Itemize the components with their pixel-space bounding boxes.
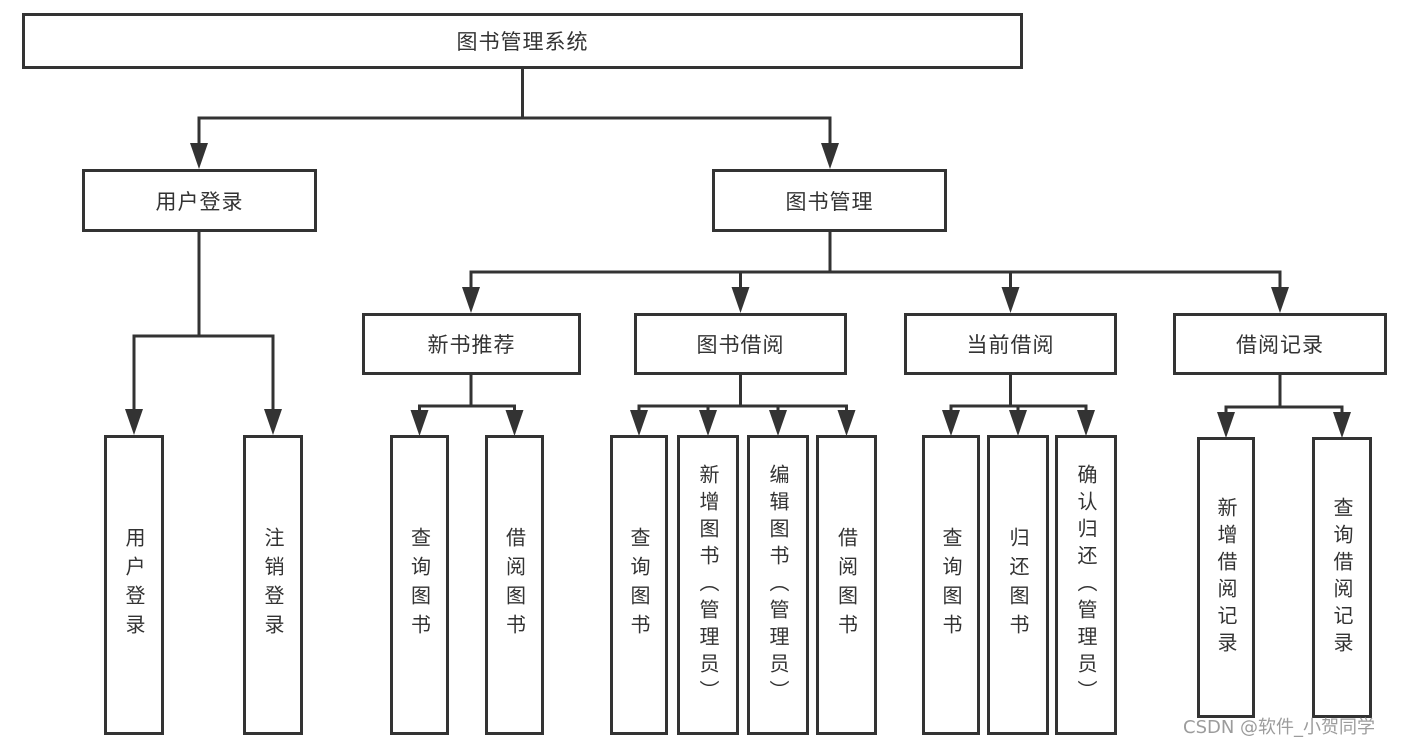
node-records-query-record: 查询借阅记录 bbox=[1312, 437, 1372, 718]
node-newrec-query-book: 查询图书 bbox=[390, 435, 449, 735]
node-borrow-edit-book-admin-label: 编辑图书（管理员） bbox=[766, 463, 790, 707]
node-borrow-query-book-label: 查询图书 bbox=[627, 527, 651, 643]
arrowhead-icons bbox=[125, 143, 1351, 438]
node-current-query-book-label: 查询图书 bbox=[939, 527, 963, 643]
node-new-book-recommend: 新书推荐 bbox=[362, 313, 581, 375]
node-records-query-record-label: 查询借阅记录 bbox=[1330, 496, 1354, 659]
node-book-borrow-label: 图书借阅 bbox=[696, 333, 785, 357]
node-logout-leaf: 注销登录 bbox=[243, 435, 303, 735]
node-current-return-book: 归还图书 bbox=[987, 435, 1049, 735]
node-current-return-book-label: 归还图书 bbox=[1006, 527, 1030, 643]
csdn-watermark: CSDN @软件_小贺同学 bbox=[1183, 717, 1376, 738]
node-borrow-borrow-book-label: 借阅图书 bbox=[834, 527, 859, 643]
node-user-login-leaf-label: 用户登录 bbox=[122, 527, 146, 643]
node-borrow-add-book-admin-label: 新增图书（管理员） bbox=[696, 463, 720, 707]
node-current-confirm-return-admin-label: 确认归还（管理员） bbox=[1074, 463, 1098, 707]
node-borrow-query-book: 查询图书 bbox=[610, 435, 668, 735]
node-newrec-borrow-book: 借阅图书 bbox=[485, 435, 544, 735]
node-borrow-edit-book-admin: 编辑图书（管理员） bbox=[747, 435, 809, 735]
node-borrow-borrow-book: 借阅图书 bbox=[816, 435, 877, 735]
node-logout-leaf-label: 注销登录 bbox=[261, 527, 285, 643]
node-newrec-borrow-book-label: 借阅图书 bbox=[502, 527, 527, 643]
node-records-add-record-label: 新增借阅记录 bbox=[1214, 496, 1238, 659]
node-current-confirm-return-admin: 确认归还（管理员） bbox=[1055, 435, 1117, 735]
node-records-add-record: 新增借阅记录 bbox=[1197, 437, 1255, 718]
node-library-system: 图书管理系统 bbox=[22, 13, 1023, 69]
node-current-query-book: 查询图书 bbox=[922, 435, 980, 735]
node-book-management: 图书管理 bbox=[712, 169, 947, 232]
node-borrow-records: 借阅记录 bbox=[1173, 313, 1387, 375]
node-newrec-query-book-label: 查询图书 bbox=[407, 527, 432, 643]
node-borrow-records-label: 借阅记录 bbox=[1236, 333, 1324, 357]
node-user-login-leaf: 用户登录 bbox=[104, 435, 164, 735]
node-book-borrow: 图书借阅 bbox=[634, 313, 847, 375]
node-current-borrow-label: 当前借阅 bbox=[966, 333, 1055, 357]
node-library-system-label: 图书管理系统 bbox=[456, 30, 589, 54]
node-user-login: 用户登录 bbox=[82, 169, 317, 232]
node-borrow-add-book-admin: 新增图书（管理员） bbox=[677, 435, 739, 735]
node-current-borrow: 当前借阅 bbox=[904, 313, 1117, 375]
node-new-book-recommend-label: 新书推荐 bbox=[427, 333, 516, 357]
node-user-login-label: 用户登录 bbox=[155, 189, 244, 214]
node-book-management-label: 图书管理 bbox=[785, 189, 874, 214]
